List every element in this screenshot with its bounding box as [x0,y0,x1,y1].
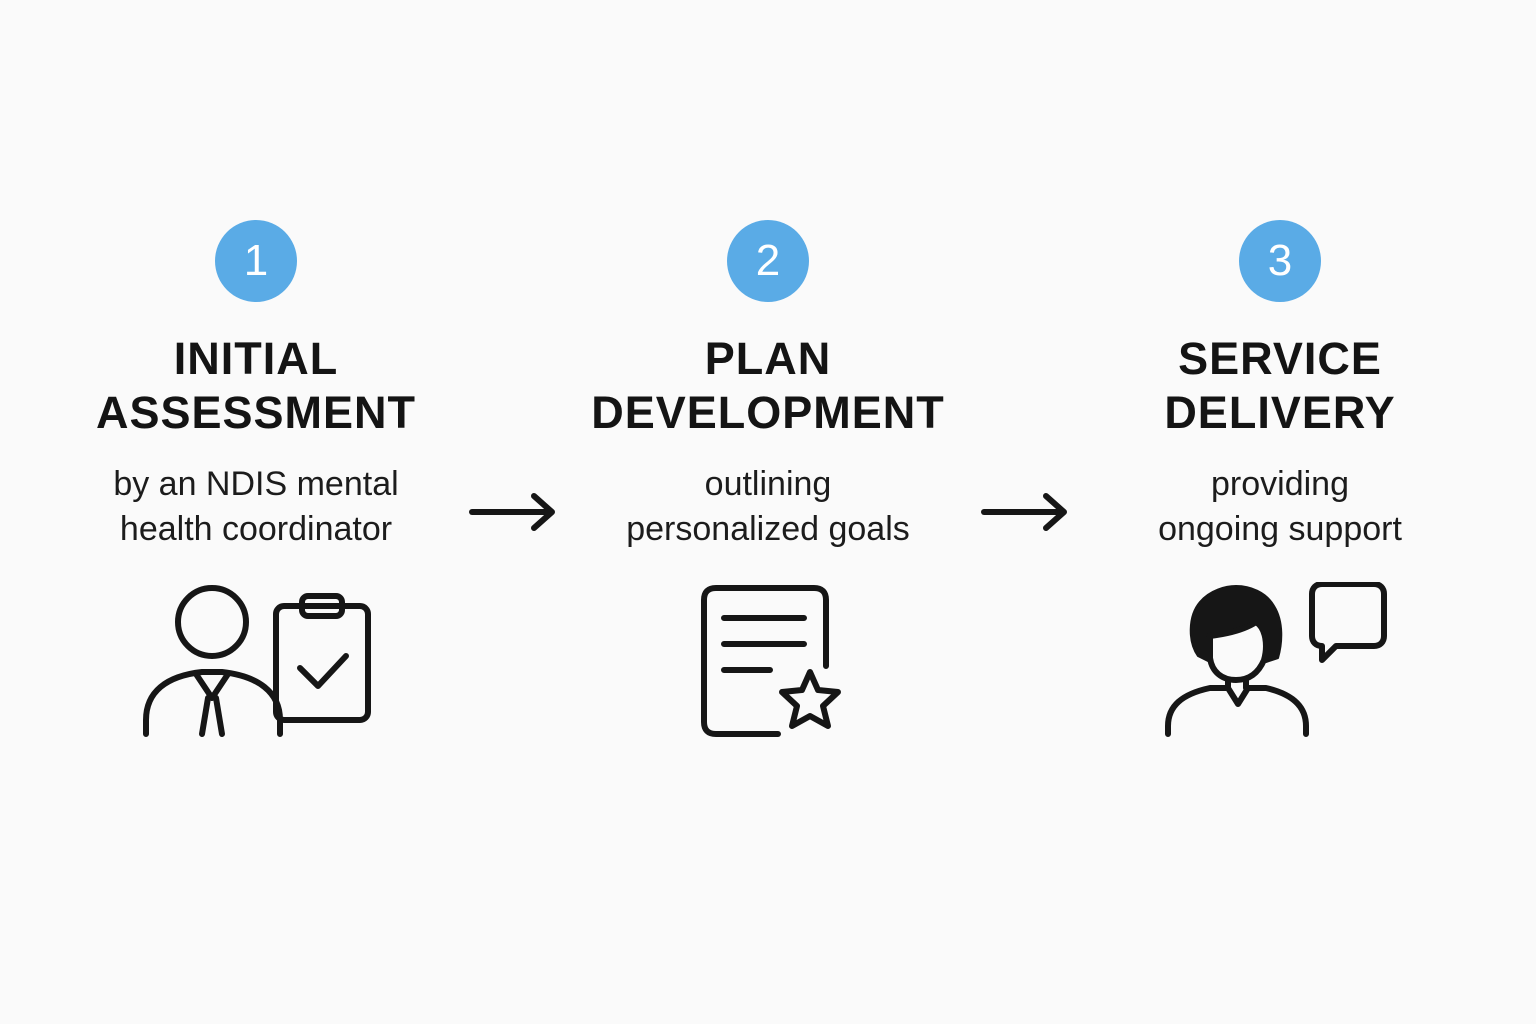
step-description-line: outlining [704,465,832,503]
step-title-line: INITIAL [173,333,339,384]
right-arrow-icon [469,493,555,531]
step-service-delivery: 3 SERVICE DELIVERY providing ongoing sup… [1060,220,1500,737]
document-with-star-icon [701,585,841,737]
step-number-badge: 2 [727,220,809,302]
step-description: providing ongoing support [1060,462,1500,552]
step-title-line: SERVICE [1178,333,1382,384]
step-title: INITIAL ASSESSMENT [36,332,476,440]
step-number-badge: 1 [215,220,297,302]
step-number-badge: 3 [1239,220,1321,302]
step-description-line: health coordinator [119,510,393,548]
step-title-line: PLAN [704,333,832,384]
step-description-line: personalized goals [626,510,910,548]
step-initial-assessment: 1 INITIAL ASSESSMENT by an NDIS mental h… [36,220,476,737]
step-title: PLAN DEVELOPMENT [548,332,988,440]
right-arrow-icon [981,493,1067,531]
step-title-line: ASSESSMENT [95,387,417,438]
person-with-clipboard-checklist-icon [143,585,371,737]
step-description-line: providing [1211,465,1349,503]
step-description-line: ongoing support [1158,510,1402,548]
step-description-line: by an NDIS mental [113,465,399,503]
step-description: by an NDIS mental health coordinator [36,462,476,552]
step-title-line: DEVELOPMENT [591,387,945,438]
step-title: SERVICE DELIVERY [1060,332,1500,440]
step-title-line: DELIVERY [1164,387,1396,438]
step-plan-development: 2 PLAN DEVELOPMENT outlining personalize… [548,220,988,737]
person-with-speech-bubble-icon [1165,582,1387,737]
step-description: outlining personalized goals [548,462,988,552]
